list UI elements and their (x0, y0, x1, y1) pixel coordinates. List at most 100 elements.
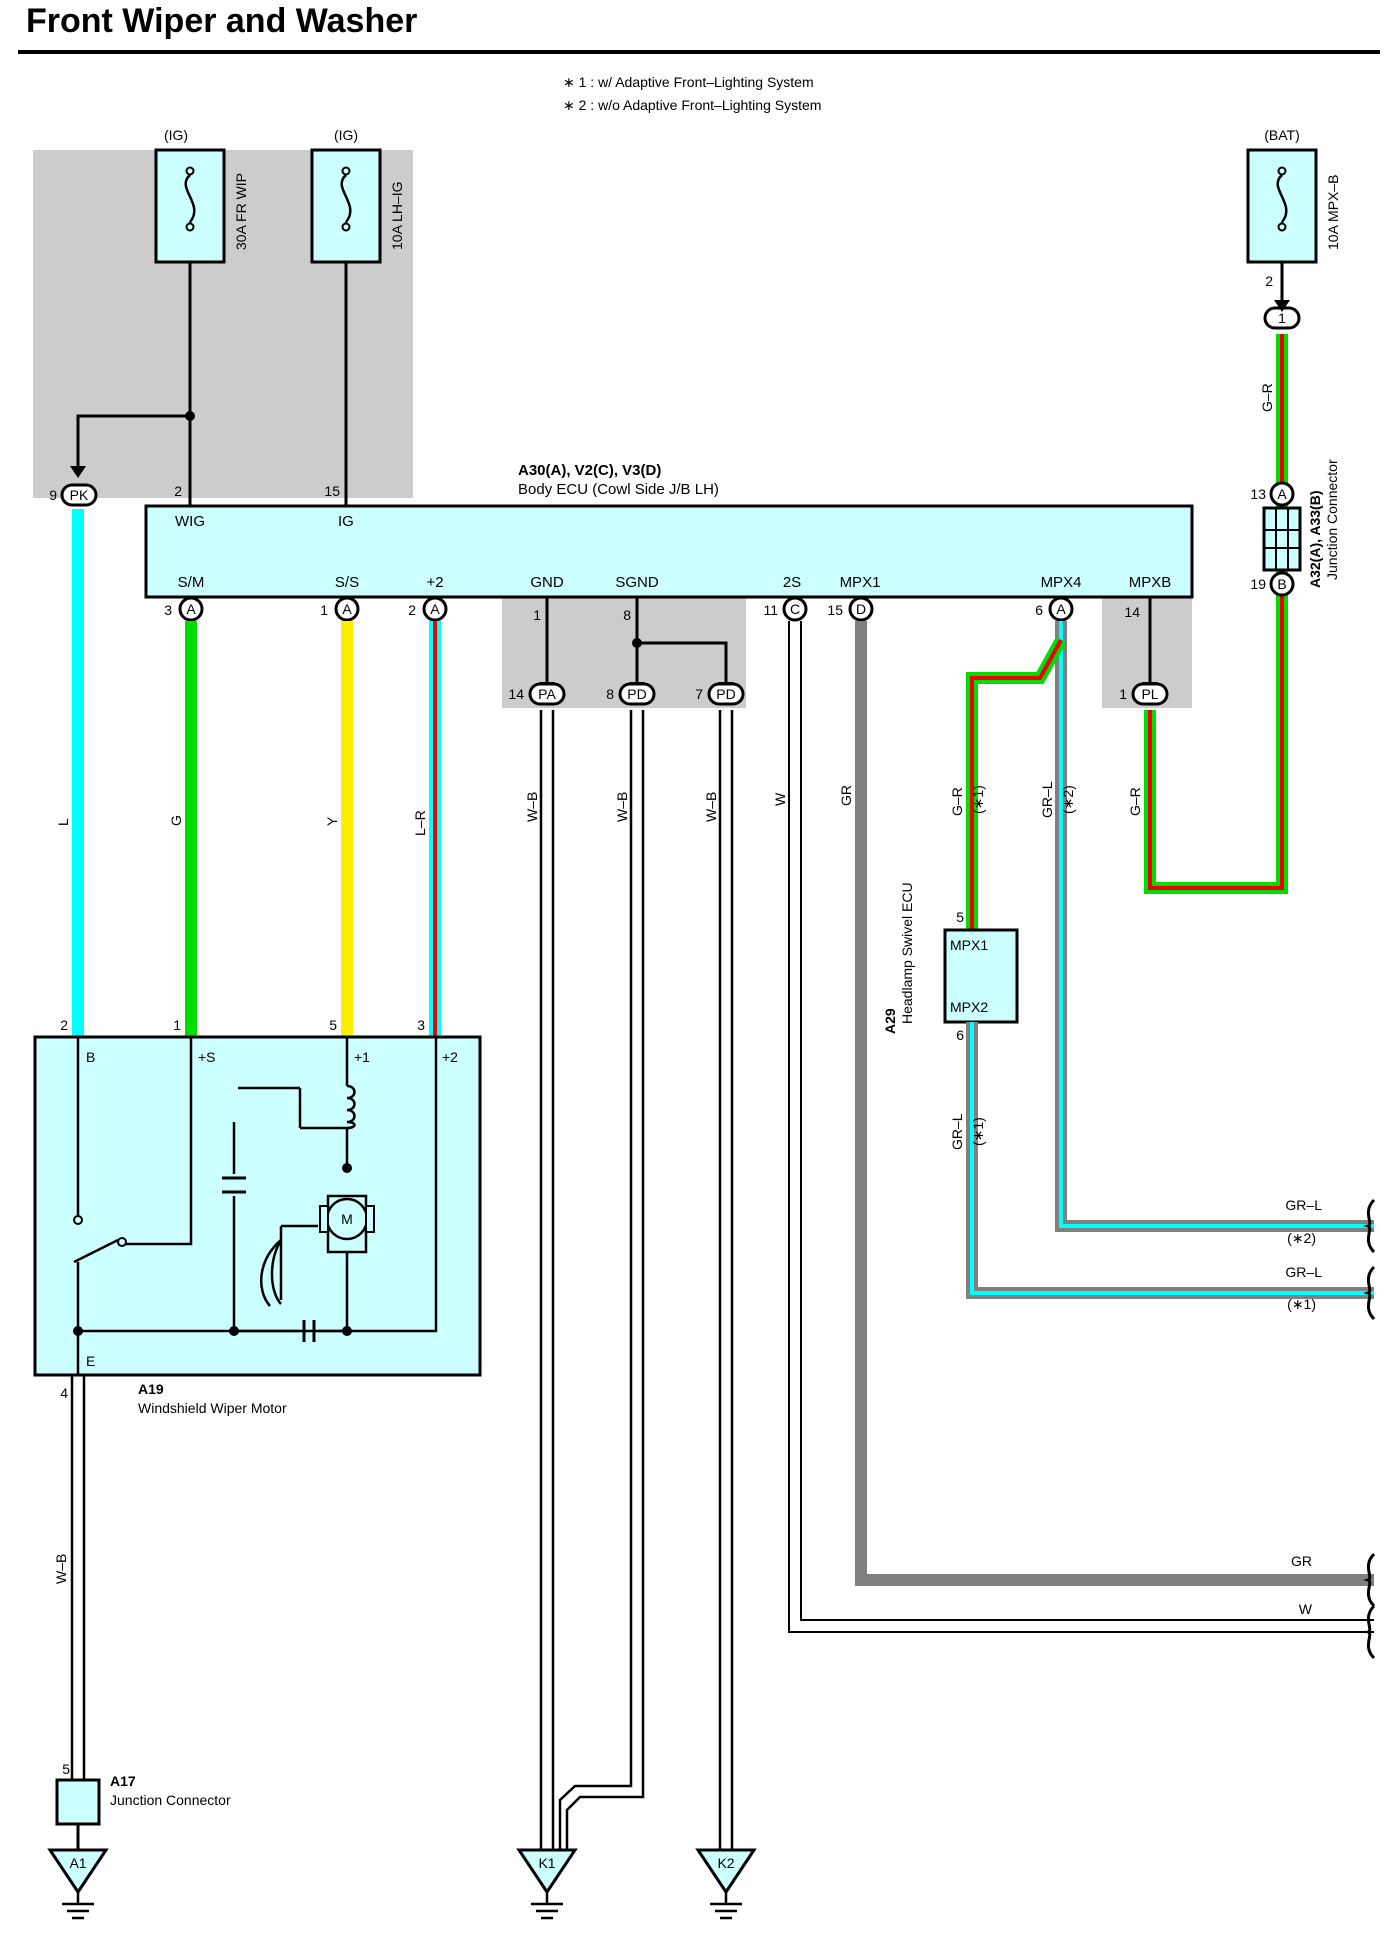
pin-num: 1 (533, 607, 541, 623)
motor-icon: M (319, 1194, 375, 1254)
ground-icon (62, 1892, 94, 1920)
svg-text:K2: K2 (717, 1855, 734, 1871)
svg-text:L: L (55, 818, 71, 826)
svg-text:A: A (186, 601, 196, 617)
continuation-brackets (1363, 1198, 1376, 1660)
fuse-source-label: (IG) (164, 127, 188, 143)
svg-text:PD: PD (716, 686, 735, 702)
svg-text:Junction Connector: Junction Connector (110, 1792, 231, 1808)
fuse-source-label: (BAT) (1264, 127, 1300, 143)
svg-text:PD: PD (627, 686, 646, 702)
junction-dot (185, 411, 195, 421)
breaker-icon (259, 1239, 283, 1307)
svg-text:G–R: G–R (1127, 787, 1143, 816)
svg-text:1: 1 (173, 1017, 181, 1033)
wire-g-r-mpxb (1144, 334, 1288, 894)
svg-text:8: 8 (606, 686, 614, 702)
svg-text:13: 13 (1250, 486, 1266, 502)
svg-text:A19: A19 (138, 1381, 164, 1397)
ecu-pin-mpx4: 6 A (1035, 596, 1074, 622)
svg-text:A29: A29 (882, 1008, 898, 1034)
splice-pa: PA 14 (508, 682, 566, 706)
ecu-pin-mpx1: 15 D (827, 596, 874, 622)
pin-label-mpxb: MPXB (1129, 574, 1172, 591)
wire-w-b-motor (70, 1375, 86, 1780)
svg-text:5: 5 (956, 909, 964, 925)
svg-text:4: 4 (60, 1385, 68, 1401)
svg-text:W–B: W–B (53, 1554, 69, 1584)
exit-label: GR–L (1285, 1197, 1322, 1213)
wire-g (185, 621, 197, 1037)
note-2: ∗ 2 : w/o Adaptive Front–Lighting System (563, 97, 821, 113)
svg-text:(∗1): (∗1) (970, 785, 986, 814)
pin-label-ss: S/S (335, 574, 359, 591)
pin-label-ig: IG (338, 513, 354, 530)
page-title: Front Wiper and Washer (26, 2, 418, 40)
svg-text:9: 9 (49, 487, 57, 503)
ground-a1: A1 (47, 1848, 109, 1920)
svg-text:GR–L: GR–L (1039, 781, 1055, 818)
wire-y (341, 621, 353, 1037)
wire-w-b-pd7 (718, 710, 734, 1850)
wire-gr-l-1 (966, 1022, 1374, 1299)
svg-text:L–R: L–R (412, 810, 428, 836)
pin-num: 2 (174, 483, 182, 499)
fuse-lh-ig: (IG) 10A LH–IG (310, 127, 405, 264)
svg-text:6: 6 (956, 1027, 964, 1043)
svg-text:W–B: W–B (614, 792, 630, 822)
ecu-pin-sm: 3 A (164, 596, 204, 622)
svg-text:Windshield Wiper Motor: Windshield Wiper Motor (138, 1400, 287, 1416)
svg-text:+1: +1 (354, 1049, 370, 1065)
exit-label: GR–L (1285, 1264, 1322, 1280)
pin-label-sgnd: SGND (615, 574, 659, 591)
wire-gr (855, 621, 1374, 1586)
exit-label: GR (1291, 1553, 1312, 1569)
pin-num: 14 (1124, 604, 1140, 620)
svg-text:A: A (342, 601, 352, 617)
splice-1: 1 (1263, 300, 1301, 330)
svg-text:PA: PA (538, 686, 556, 702)
ground-icon (710, 1892, 742, 1920)
svg-text:MPX1: MPX1 (950, 937, 988, 953)
pin-num: 8 (623, 607, 631, 623)
svg-text:2: 2 (60, 1017, 68, 1033)
fuse-name: 10A MPX–B (1325, 175, 1341, 251)
ecu-pin-2s: 11 C (763, 596, 808, 622)
ecu-pin-plus2: 2 A (408, 596, 448, 622)
svg-text:PK: PK (70, 487, 89, 503)
svg-text:GR–L: GR–L (949, 1113, 965, 1150)
capacitor-icon (222, 1176, 246, 1194)
svg-text:A32(A), A33(B): A32(A), A33(B) (1307, 491, 1323, 589)
svg-text:+2: +2 (442, 1049, 458, 1065)
svg-text:A: A (430, 601, 440, 617)
svg-text:1: 1 (1119, 686, 1127, 702)
pin-num: 2 (1265, 273, 1273, 289)
splice-pl: PL 1 (1119, 682, 1169, 706)
fuse-mpx-b: (BAT) 10A MPX–B (1246, 127, 1341, 264)
svg-text:D: D (856, 601, 866, 617)
fuse-fr-wip: (IG) 30A FR WIP (154, 127, 249, 264)
body-ecu-box (144, 504, 1194, 599)
pin-label-gnd: GND (530, 574, 564, 591)
pin-num: 15 (324, 483, 340, 499)
svg-text:G–R: G–R (1259, 383, 1275, 412)
svg-text:G–R: G–R (949, 787, 965, 816)
wire-l (72, 509, 84, 1037)
windshield-wiper-motor: 2 1 5 3 B +S +1 +2 E 4 A19 Windshield Wi… (33, 1017, 482, 1416)
exit-label: W (1299, 1601, 1313, 1617)
svg-text:C: C (790, 601, 800, 617)
splice-pd-8: PD 8 (606, 682, 656, 706)
pin-label-mpx1: MPX1 (840, 574, 881, 591)
arrow-icon (1274, 300, 1290, 312)
wire-l-r (429, 621, 441, 1037)
svg-text:B: B (86, 1049, 95, 1065)
wire-w-b-pd8 (558, 710, 645, 1850)
svg-text:+S: +S (198, 1049, 216, 1065)
ecu-name: Body ECU (Cowl Side J/B LH) (518, 481, 719, 498)
pin-label-wig: WIG (175, 513, 205, 530)
svg-text:14: 14 (508, 686, 524, 702)
svg-text:M: M (341, 1211, 353, 1227)
coil-icon (346, 1084, 356, 1130)
svg-text:K1: K1 (538, 1855, 555, 1871)
